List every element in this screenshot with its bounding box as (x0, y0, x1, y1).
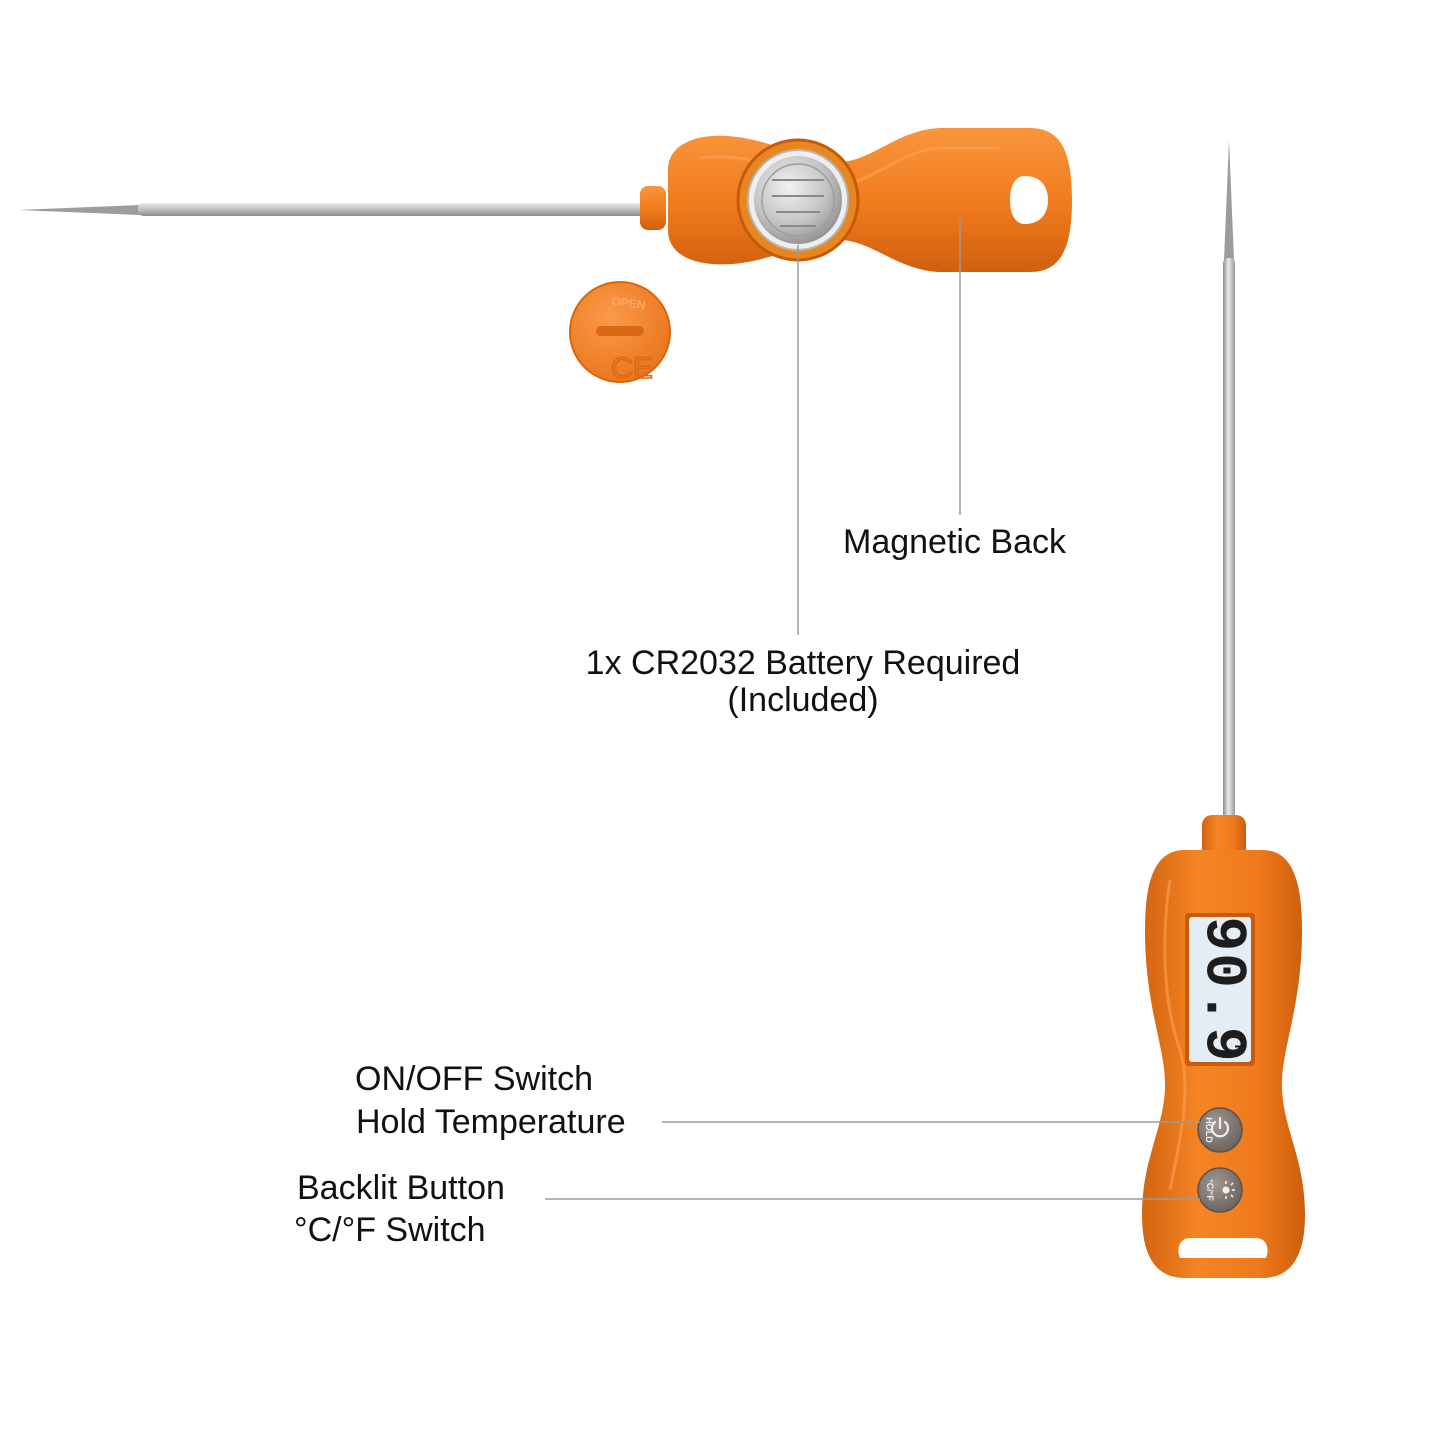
probe-horizontal (18, 203, 648, 216)
lcd-unit: °F (1232, 1039, 1248, 1054)
label-hold-temperature: Hold Temperature (356, 1103, 626, 1141)
thermometer-front-view: 90.9 °F HOLD °C/°F (1142, 140, 1305, 1278)
hang-hole-front (1178, 1238, 1268, 1258)
hold-button-text: HOLD (1204, 1117, 1214, 1143)
probe-collar (640, 186, 666, 230)
hang-hole-back (1010, 176, 1048, 224)
cap-slot (596, 326, 644, 336)
light-icon (1222, 1181, 1235, 1199)
lcd-reading: 90.9 (1190, 916, 1255, 1063)
cap-open-text: OPEN (611, 294, 647, 313)
power-icon (1210, 1116, 1230, 1138)
label-magnetic-back: Magnetic Back (843, 523, 1066, 561)
power-hold-button[interactable]: HOLD (1197, 1107, 1243, 1153)
label-battery-line1: 1x CR2032 Battery Required (585, 644, 1021, 682)
coin-battery (754, 156, 842, 244)
backlight-unit-button[interactable]: °C/°F (1197, 1167, 1243, 1213)
unit-button-text: °C/°F (1205, 1179, 1215, 1201)
thermometer-back-view (18, 128, 1072, 272)
label-onoff-switch: ON/OFF Switch (355, 1060, 594, 1098)
label-unit-switch: °C/°F Switch (294, 1211, 486, 1249)
battery-compartment (736, 138, 860, 262)
battery-cap: OPEN CE (569, 281, 671, 386)
probe-vertical (1223, 140, 1235, 828)
cap-ce-mark: CE (611, 352, 653, 385)
label-backlit-button: Backlit Button (297, 1169, 505, 1207)
lcd-display: 90.9 °F (1185, 913, 1255, 1066)
probe-collar-vertical (1202, 815, 1246, 859)
label-battery-line2: (Included) (727, 681, 879, 719)
